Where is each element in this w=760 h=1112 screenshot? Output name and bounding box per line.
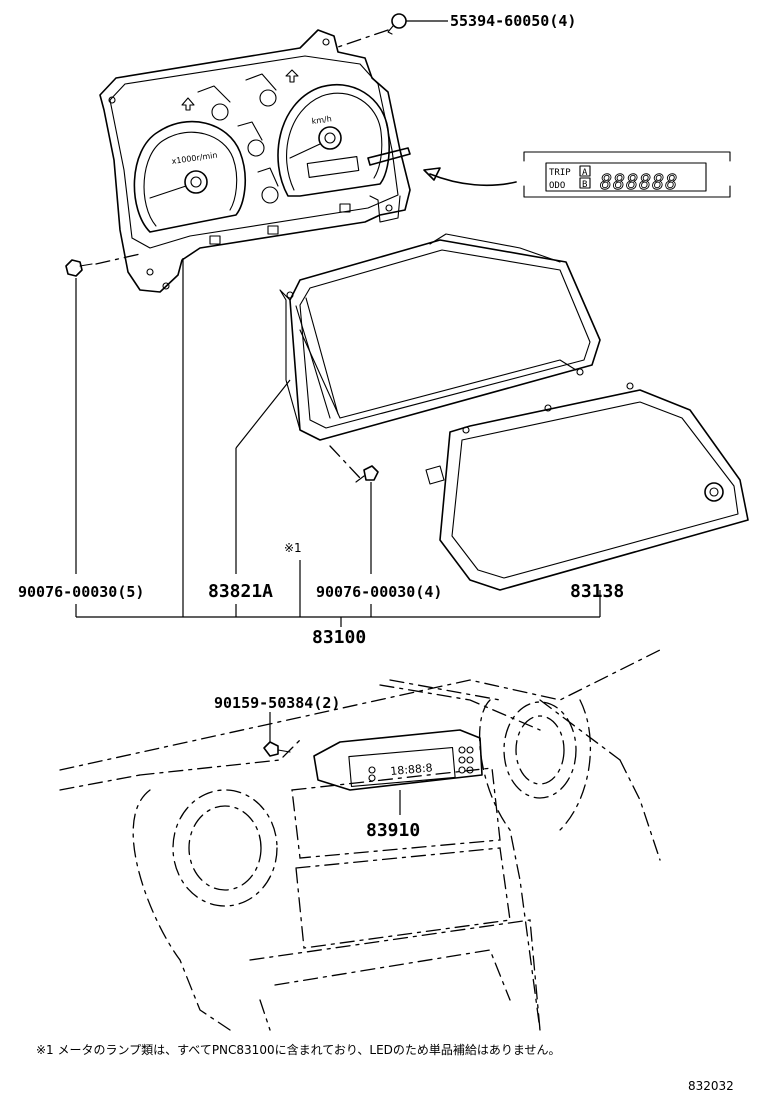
assembly-leaders <box>75 258 600 627</box>
label-83821a: 83821A <box>208 581 273 602</box>
label-83910: 83910 <box>366 820 420 841</box>
label-83138: 83138 <box>570 581 624 602</box>
trip-odo-inset: TRIP ODO A B 888888 <box>423 151 731 198</box>
trip-label: TRIP <box>549 168 571 178</box>
speed-unit-label: km/h <box>311 114 332 126</box>
clock-83910: 18:88:8 <box>313 729 483 815</box>
meter-lens-83138 <box>425 382 749 617</box>
dashboard-outline <box>59 649 661 1031</box>
odo-label: ODO <box>549 181 565 191</box>
screw-clock <box>263 712 291 757</box>
trip-a-label: A <box>582 168 588 178</box>
odometer-digits: 888888 <box>600 170 678 194</box>
label-83100: 83100 <box>312 627 366 648</box>
tach-unit-label: x1000r/min <box>171 151 218 166</box>
label-screw-clock: 90159-50384(2) <box>214 694 340 712</box>
figure-number: 832032 <box>688 1079 734 1093</box>
label-screw-left: 90076-00030(5) <box>18 583 144 601</box>
screw-left <box>65 253 141 574</box>
label-screw-mid: 90076-00030(4) <box>316 583 442 601</box>
label-screw-top: 55394-60050(4) <box>450 12 576 30</box>
meter-hood-83821a <box>235 233 601 574</box>
label-mark-1: ※1 <box>284 541 302 555</box>
screw-mid <box>329 445 379 574</box>
clock-display: 18:88:8 <box>390 761 433 778</box>
combination-meter: x1000r/min km/h <box>99 29 411 293</box>
footnote: ※1 メータのランプ類は、すべてPNC83100に含まれており、LEDのため単品… <box>36 1042 561 1057</box>
screw-top <box>334 13 448 49</box>
trip-b-label: B <box>582 180 587 190</box>
